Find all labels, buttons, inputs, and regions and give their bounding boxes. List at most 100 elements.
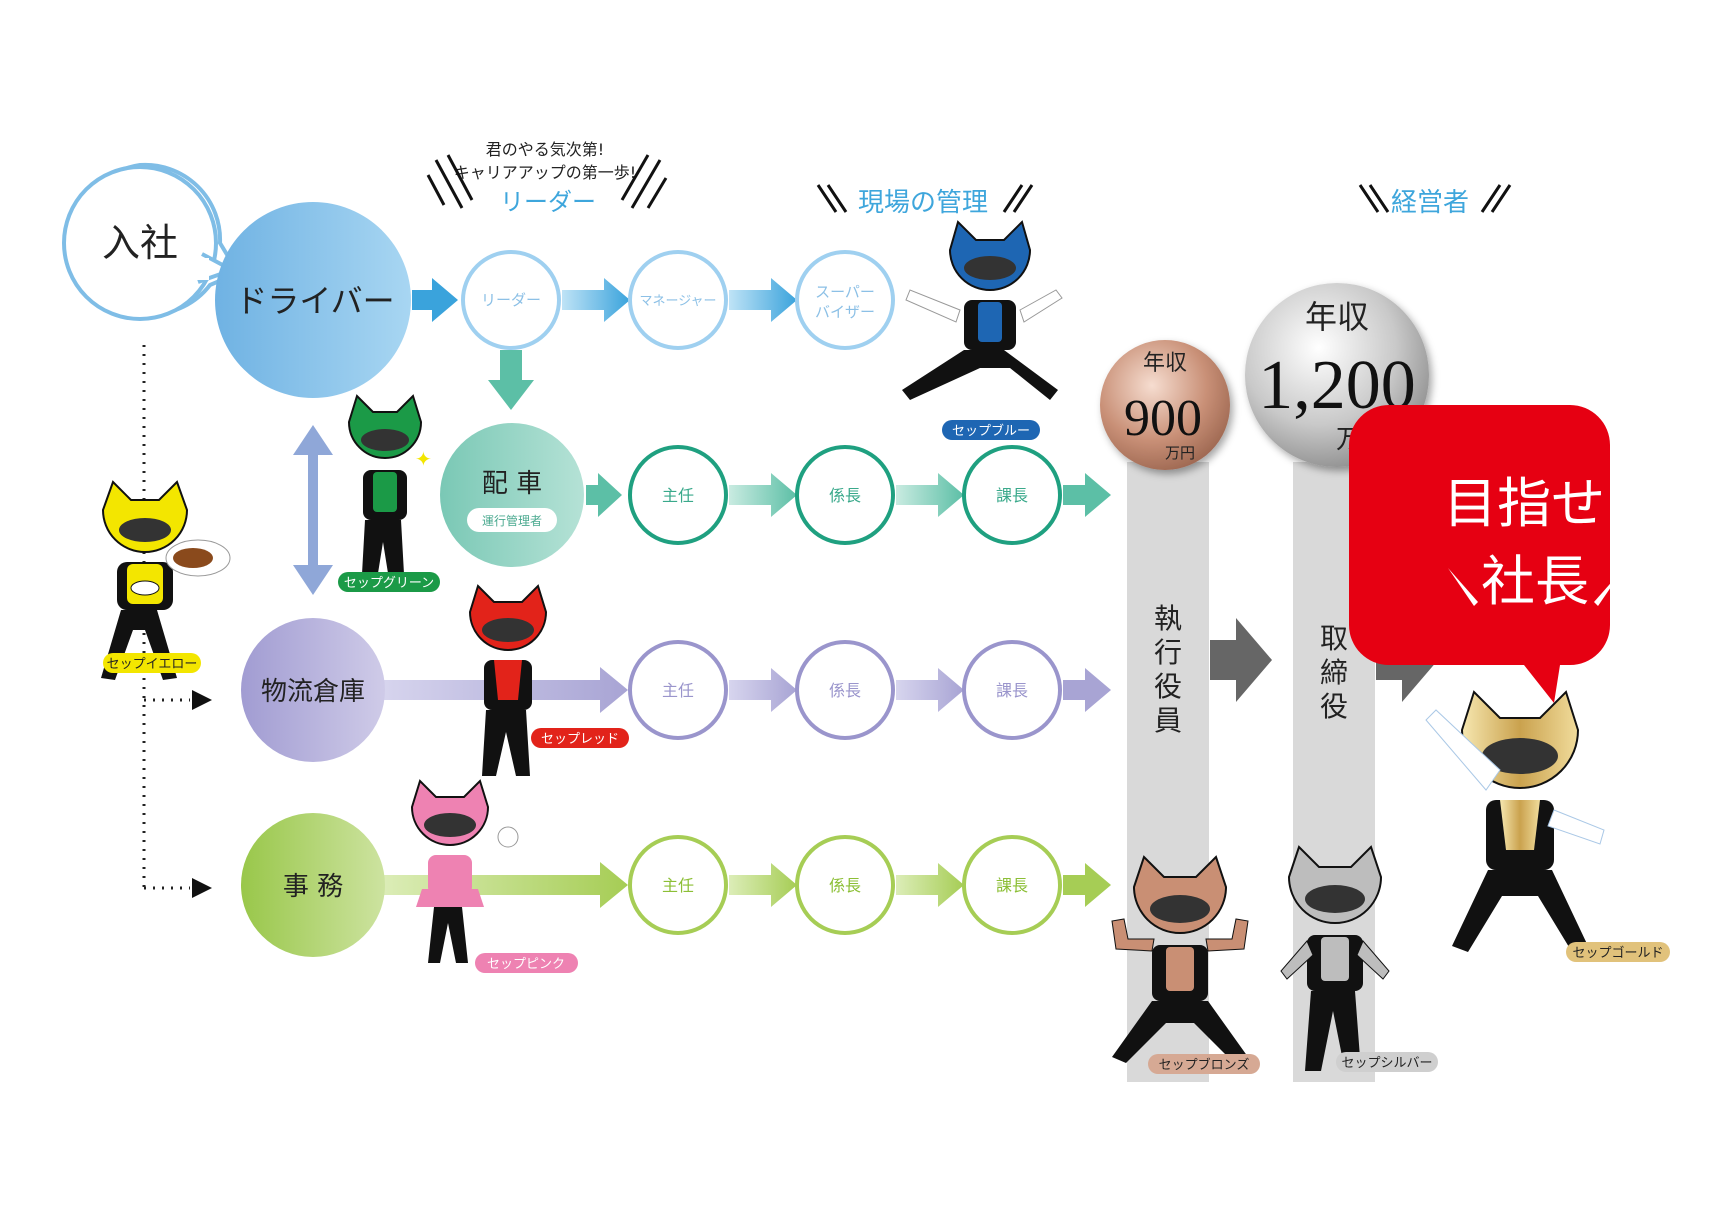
dispatch-step-3 (962, 445, 1062, 545)
yellow-mascot (101, 480, 231, 680)
field-mgmt-header: 現場の管理 (816, 184, 1034, 218)
green-name: セップグリーン (344, 576, 434, 591)
warehouse-circle (241, 618, 385, 762)
driver-circle (215, 202, 411, 398)
arrowhead-icon (192, 878, 212, 898)
step-label: 係長 (829, 876, 861, 895)
svg-text:✦: ✦ (415, 447, 432, 471)
goal-line2: 社長 (1481, 550, 1589, 613)
driver-step-leader (461, 250, 561, 350)
goal-speech-bubble: 目指せ! 社長 (1349, 405, 1627, 703)
office-track: 事 務 主任 係長 課長 (241, 813, 1111, 957)
director-char-2: 締 (1320, 656, 1348, 689)
silver-name: セップシルバー (1341, 1056, 1432, 1071)
step-label: 係長 (829, 486, 861, 505)
arrow-icon (1063, 473, 1111, 517)
warehouse-track: 物流倉庫 主任 係長 課長 (241, 618, 1111, 762)
officer-char-1: 執 (1154, 602, 1182, 635)
arrowhead-icon (192, 690, 212, 710)
step-label: 主任 (662, 486, 694, 505)
step-label: バイザー (815, 303, 875, 321)
pink-mascot (410, 779, 519, 963)
office-circle (241, 813, 385, 957)
bronze-mascot (1111, 855, 1249, 1063)
salary-900-unit: 万円 (1165, 444, 1195, 462)
dispatch-label: 配 車 (482, 469, 542, 499)
arrow-icon (586, 473, 622, 517)
blue-name-tag (942, 420, 1040, 440)
warehouse-step-3 (962, 640, 1062, 740)
entry-bubble: 入社 (62, 162, 241, 321)
arrow-icon (1063, 863, 1111, 907)
arrow-icon (1063, 668, 1111, 712)
salary-900-medal (1100, 340, 1230, 470)
office-label: 事 務 (283, 872, 343, 902)
red-mascot (468, 584, 548, 776)
green-name-tag (338, 572, 440, 592)
step-label: リーダー (481, 291, 541, 309)
arrow-icon (562, 278, 630, 322)
red-name: セップレッド (541, 732, 619, 747)
arrow-icon (412, 278, 458, 322)
emphasis-lines-left-icon (426, 154, 474, 209)
goal-line1: 目指せ! (1443, 472, 1627, 535)
bronze-name-tag (1148, 1054, 1260, 1074)
officer-char-4: 員 (1154, 704, 1182, 737)
director-char-1: 取 (1320, 622, 1348, 655)
arrow-icon (729, 473, 797, 517)
double-arrow-icon (293, 425, 333, 595)
executive-header: 経営者 (1358, 184, 1512, 218)
green-mascot: ✦ (347, 394, 432, 592)
office-step-1 (628, 835, 728, 935)
red-name-tag (531, 728, 629, 748)
dispatch-sublabel-pill (467, 508, 557, 532)
emphasis-mark-icon (1448, 568, 1478, 606)
warehouse-label: 物流倉庫 (261, 677, 365, 707)
arrow-icon (380, 862, 628, 908)
driver-step-manager (628, 250, 728, 350)
leader-title: リーダー (500, 188, 596, 216)
emphasis-lines-right-icon (1002, 184, 1034, 213)
blue-name: セップブルー (952, 423, 1030, 439)
salary-900-prefix: 年収 (1143, 351, 1187, 376)
warehouse-step-1 (628, 640, 728, 740)
emphasis-lines-right-icon (1480, 184, 1512, 213)
arrow-icon (896, 473, 964, 517)
warehouse-step-2 (795, 640, 895, 740)
arrow-icon (896, 668, 964, 712)
emphasis-mark-icon (1594, 568, 1624, 606)
dispatch-track: 配 車 運行管理者 主任 係長 課長 (440, 423, 1111, 567)
officer-char-3: 役 (1154, 670, 1182, 703)
office-step-2 (795, 835, 895, 935)
leader-note-line2: キャリアアップの第一歩! (454, 163, 636, 182)
dispatch-step-2 (795, 445, 895, 545)
silver-name-tag (1336, 1052, 1438, 1072)
step-label: 課長 (996, 681, 1028, 700)
pink-name-tag (475, 953, 578, 973)
arrow-icon (729, 863, 797, 907)
gold-name: セップゴールド (1572, 945, 1663, 961)
office-step-3 (962, 835, 1062, 935)
emphasis-lines-left-icon (1358, 184, 1390, 213)
salary-900-amount: 900 (1124, 390, 1202, 447)
arrow-icon (1210, 618, 1272, 702)
leader-note-line1: 君のやる気次第! (486, 140, 604, 159)
step-label: 係長 (829, 681, 861, 700)
driver-label: ドライバー (235, 282, 394, 320)
driver-step-supervisor (795, 250, 895, 350)
entry-label: 入社 (102, 221, 178, 265)
arrow-icon (896, 863, 964, 907)
step-label: スーパー (815, 283, 875, 301)
step-label: 主任 (662, 876, 694, 895)
officer-char-2: 行 (1154, 636, 1182, 669)
executive-title: 経営者 (1391, 188, 1469, 218)
silver-mascot (1280, 845, 1390, 1071)
blue-mascot (902, 220, 1063, 400)
step-label: 課長 (996, 876, 1028, 895)
driver-track: ドライバー リーダー マネージャー スーパー バイザー (215, 202, 895, 410)
gold-mascot (1425, 690, 1605, 952)
pink-name: セップピンク (487, 957, 565, 972)
step-label: 課長 (996, 486, 1028, 505)
step-label: マネージャー (639, 294, 716, 309)
arrow-icon (729, 278, 797, 322)
